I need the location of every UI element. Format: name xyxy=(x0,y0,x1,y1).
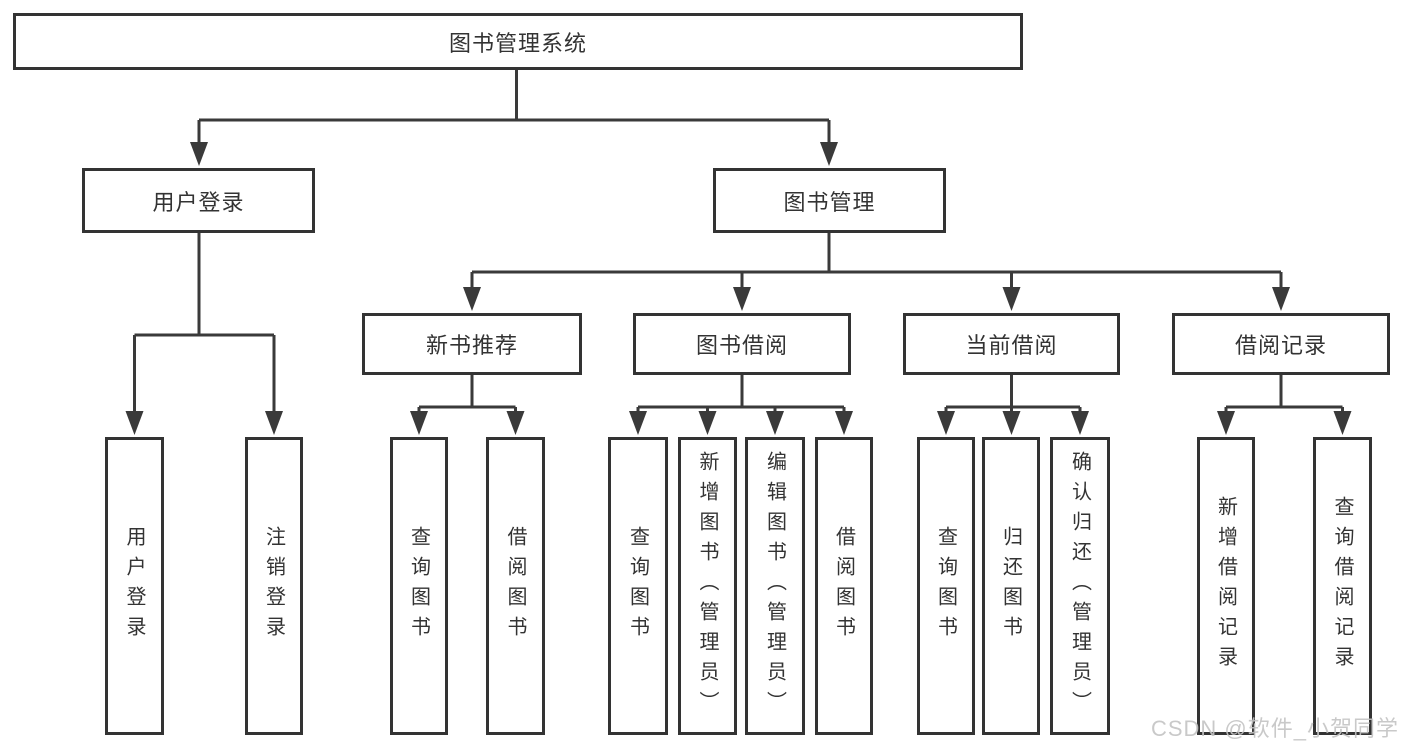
arrowhead-icons xyxy=(125,142,1352,435)
node-root-system: 图书管理系统 xyxy=(13,13,1023,70)
node-new-book-recommend: 新书推荐 xyxy=(362,313,582,375)
leaf-add-borrow-record: 新增借阅记录 xyxy=(1197,437,1255,735)
leaf-query-borrow-record: 查询借阅记录 xyxy=(1313,437,1372,735)
csdn-watermark: CSDN @软件_小贺同学 xyxy=(1150,716,1399,741)
leaf-query-books-current: 查询图书 xyxy=(917,437,975,735)
leaf-query-books-recommend: 查询图书 xyxy=(390,437,448,735)
leaf-borrow-books: 借阅图书 xyxy=(815,437,873,735)
node-user-login: 用户登录 xyxy=(82,168,315,233)
node-book-management: 图书管理 xyxy=(713,168,946,233)
leaf-user-login: 用户登录 xyxy=(105,437,164,735)
leaf-logout: 注销登录 xyxy=(245,437,303,735)
leaf-query-books-borrow: 查询图书 xyxy=(608,437,668,735)
node-current-borrow: 当前借阅 xyxy=(903,313,1120,375)
leaf-edit-books-admin: 编辑图书（管理员） xyxy=(745,437,805,735)
node-book-borrow: 图书借阅 xyxy=(633,313,851,375)
node-borrow-records: 借阅记录 xyxy=(1172,313,1390,375)
leaf-add-books-admin: 新增图书（管理员） xyxy=(678,437,737,735)
leaf-borrow-books-recommend: 借阅图书 xyxy=(486,437,545,735)
leaf-return-books: 归还图书 xyxy=(982,437,1040,735)
leaf-confirm-return-admin: 确认归还（管理员） xyxy=(1050,437,1110,735)
